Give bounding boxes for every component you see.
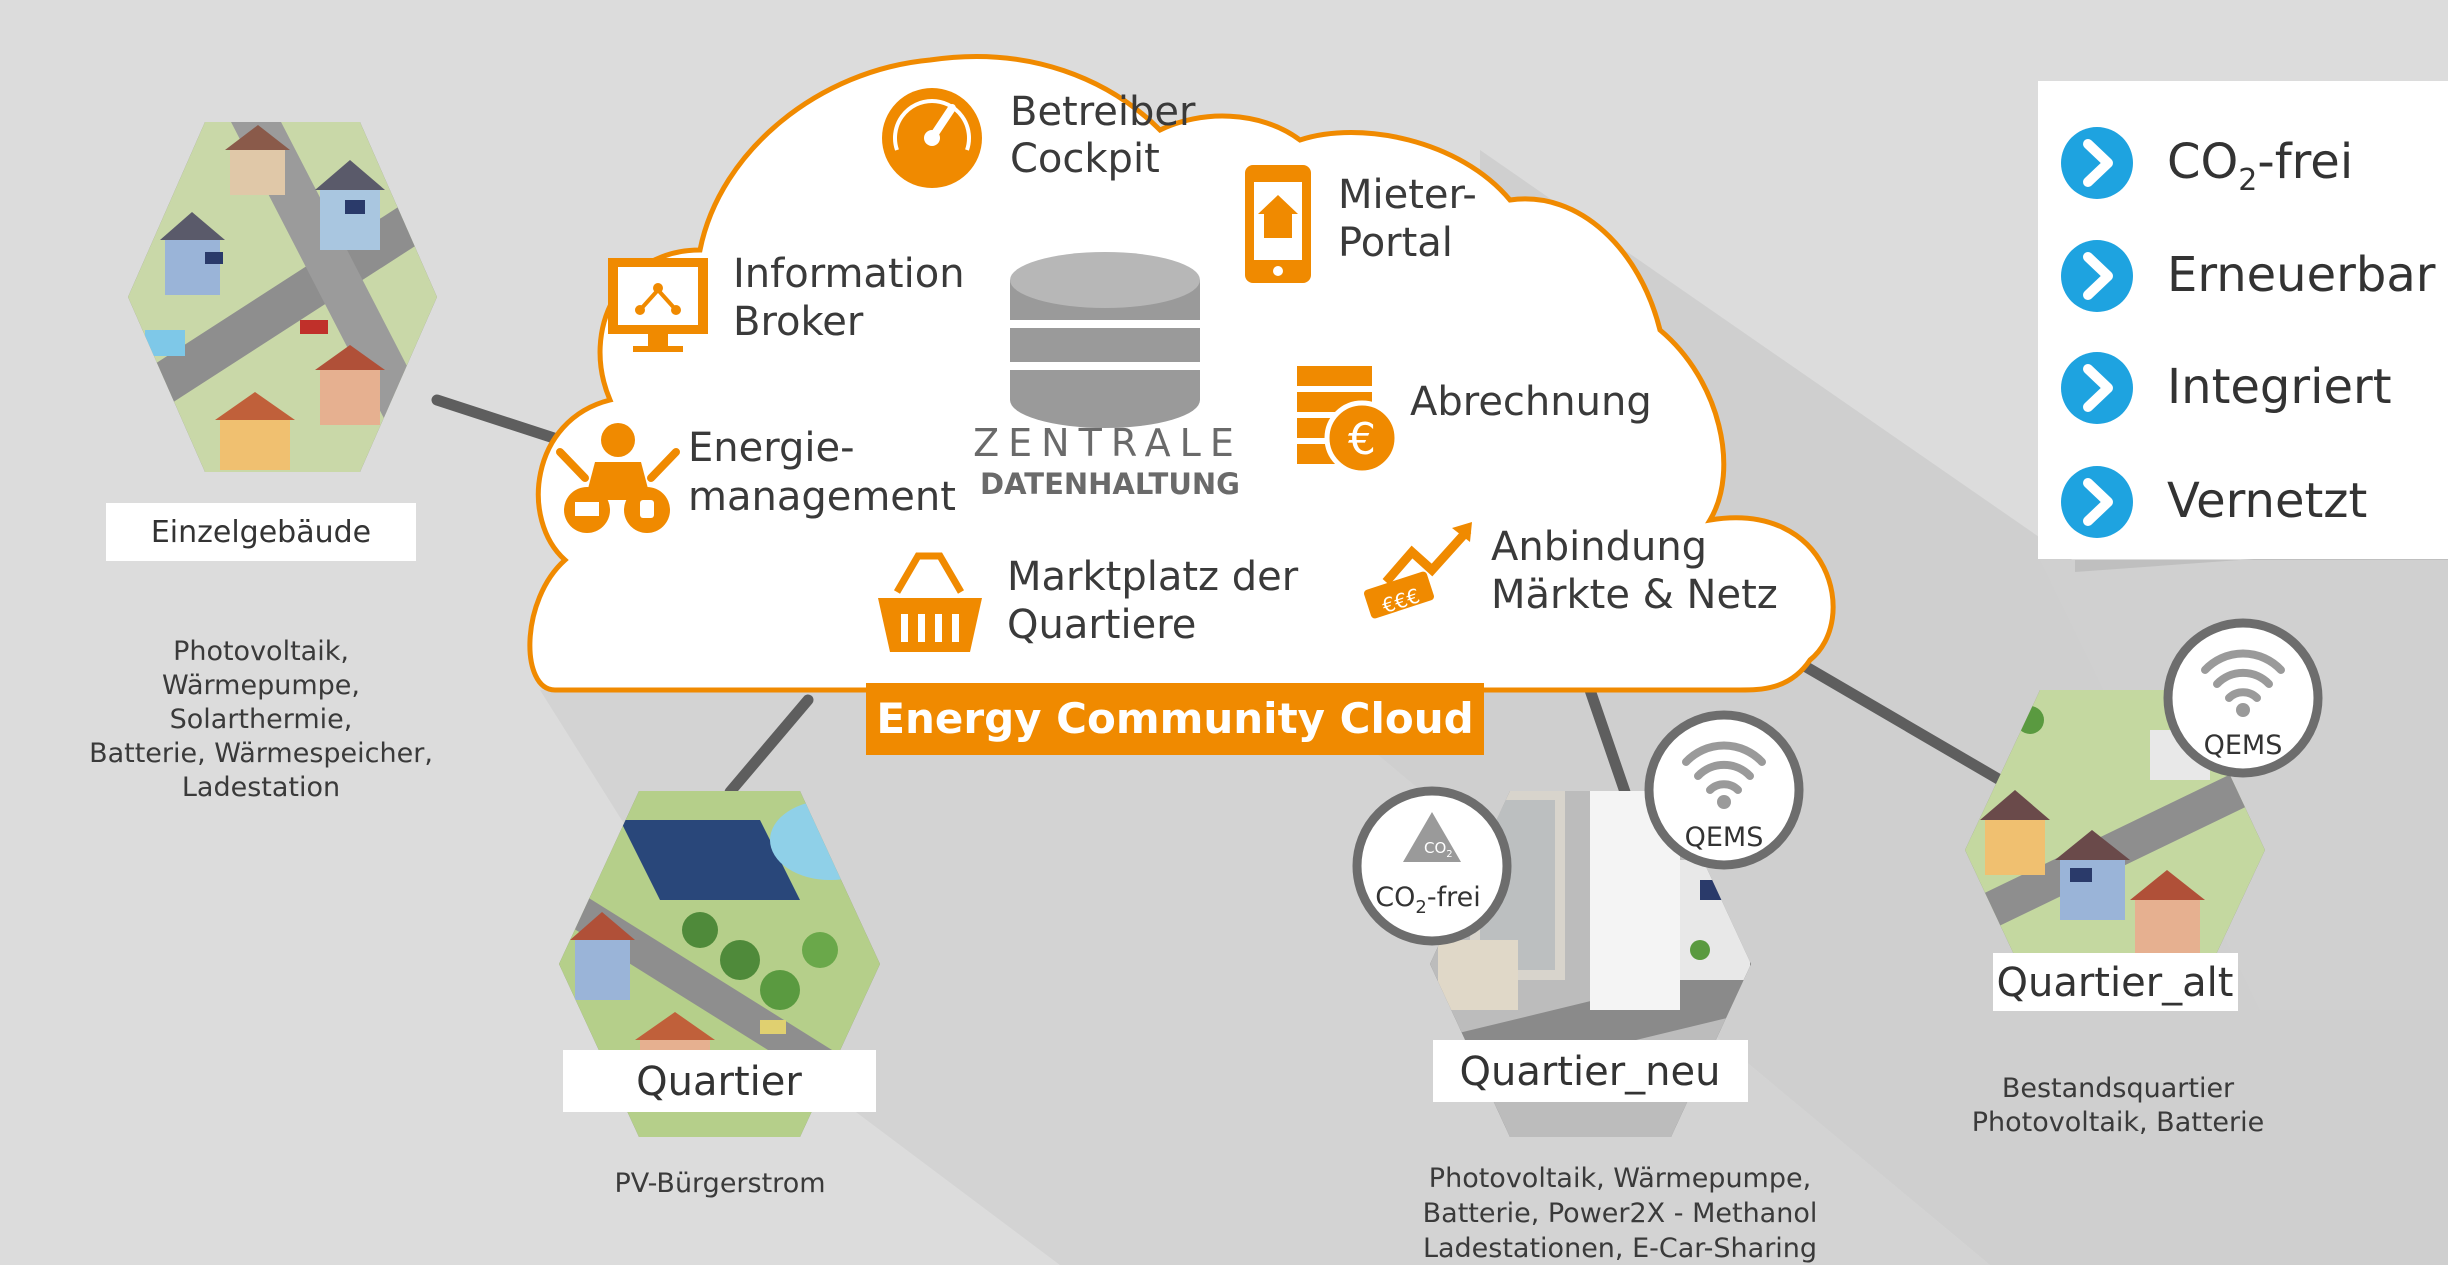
hex-label-box	[1993, 953, 2238, 1011]
gauge-icon	[882, 88, 982, 188]
monitor-network-icon	[608, 258, 708, 352]
service-information-broker[interactable]: Information Broker	[608, 251, 965, 352]
manager-icon	[556, 423, 680, 533]
caption-line: Batterie, Wärmespeicher,	[89, 738, 433, 769]
service-label-line2: Märkte & Netz	[1491, 572, 1778, 618]
hex-label: Quartier_alt	[1997, 960, 2234, 1006]
chevron-right-icon	[2061, 466, 2133, 538]
qems-badge-neu: QEMS	[1644, 710, 1804, 870]
service-marktplatz[interactable]: Marktplatz der Quartiere	[878, 552, 1299, 652]
qems-badge-alt: QEMS	[2163, 618, 2323, 778]
caption-line: Photovoltaik, Batterie	[1972, 1107, 2265, 1138]
caption-line: Ladestationen, E-Car-Sharing	[1423, 1233, 1817, 1264]
legend-label: Erneuerbar	[2167, 247, 2436, 303]
smartphone-home-icon	[1245, 165, 1311, 283]
center-line1: ZENTRALE	[973, 421, 1243, 465]
service-mieter-portal[interactable]: Mieter- Portal	[1245, 165, 1477, 283]
service-label-line1: Information	[733, 251, 965, 297]
service-label-line2: management	[688, 474, 956, 520]
service-label-line2: Broker	[733, 299, 864, 345]
service-label-line1: Mieter-	[1338, 172, 1477, 218]
basket-icon	[878, 552, 982, 652]
cloud-title-banner: Energy Community Cloud	[866, 683, 1484, 755]
city-illustration	[128, 122, 437, 472]
co2-frei-badge: CO2 CO2-frei	[1352, 786, 1512, 946]
center-line2: DATENHALTUNG	[980, 467, 1240, 501]
service-label-line2: Cockpit	[1010, 136, 1160, 182]
legend-item-vernetzt: Vernetzt	[2061, 466, 2367, 538]
chevron-right-icon	[2061, 352, 2133, 424]
caption-line: Solarthermie,	[170, 704, 353, 735]
coins-euro-icon: €	[1297, 366, 1400, 476]
service-abrechnung[interactable]: € Abrechnung	[1297, 366, 1652, 476]
hex-quartier[interactable]: Quartier	[550, 785, 890, 1145]
co2-badge-label: CO2-frei	[1375, 882, 1480, 918]
hex-label: Quartier_neu	[1460, 1049, 1721, 1095]
co2-triangle-icon	[1403, 812, 1461, 862]
caption-line: Bestandsquartier	[2002, 1073, 2235, 1104]
caption-line: Photovoltaik, Wärmepumpe,	[1429, 1163, 1811, 1194]
svg-text:€: €	[1348, 414, 1376, 465]
qems-label: QEMS	[1685, 822, 1764, 853]
legend-label: Integriert	[2167, 359, 2392, 415]
caption-quartier-alt: Bestandsquartier Photovoltaik, Batterie	[1972, 1073, 2265, 1138]
legend-item-co2-frei: CO2-frei	[2061, 127, 2353, 199]
caption-line: Batterie, Power2X - Methanol	[1423, 1198, 1818, 1229]
legend-label: Vernetzt	[2167, 473, 2367, 529]
caption-line: Ladestation	[182, 772, 340, 803]
svg-text:CO2: CO2	[1424, 839, 1453, 860]
cloud-title: Energy Community Cloud	[876, 694, 1473, 743]
wifi-icon	[1682, 741, 1766, 794]
caption-quartier-neu: Photovoltaik, Wärmepumpe, Batterie, Powe…	[1423, 1163, 1818, 1264]
service-label-line2: Quartiere	[1007, 602, 1196, 648]
hex-einzelgebaeude[interactable]: Einzelgebäude	[106, 120, 450, 561]
hex-label-box	[106, 503, 416, 561]
legend-label: CO2-frei	[2167, 134, 2353, 198]
service-betreiber-cockpit[interactable]: Betreiber Cockpit	[882, 88, 1196, 188]
caption-line: Photovoltaik,	[173, 636, 349, 667]
qems-label: QEMS	[2204, 730, 2283, 761]
database-icon	[1010, 252, 1200, 428]
hex-label-box	[563, 1050, 876, 1112]
chevron-right-icon	[2061, 240, 2133, 312]
caption-line: Wärmepumpe,	[162, 670, 360, 701]
market-chart-icon: €€€	[1364, 522, 1472, 619]
legend-item-erneuerbar: Erneuerbar	[2061, 240, 2436, 312]
legend-panel: CO2-frei Erneuerbar Integriert Vernetzt	[2038, 81, 2448, 572]
service-label-line2: Portal	[1338, 220, 1453, 266]
service-label-line1: Abrechnung	[1410, 379, 1652, 425]
service-label-line1: Energie-	[688, 425, 855, 471]
service-energiemanagement[interactable]: Energie- management	[556, 423, 956, 533]
caption-einzelgebaeude: Photovoltaik, Wärmepumpe, Solarthermie, …	[89, 636, 433, 803]
legend-item-integriert: Integriert	[2061, 352, 2392, 424]
caption-quartier: PV-Bürgerstrom	[614, 1168, 825, 1199]
service-label-line1: Anbindung	[1491, 524, 1707, 570]
hex-label: Quartier	[636, 1059, 802, 1105]
hex-label-box	[1433, 1040, 1748, 1102]
hex-label: Einzelgebäude	[151, 515, 371, 550]
service-label-line1: Marktplatz der	[1007, 554, 1299, 600]
chevron-right-icon	[2061, 127, 2133, 199]
wifi-icon	[2201, 649, 2285, 702]
service-label-line1: Betreiber	[1010, 89, 1196, 135]
service-anbindung[interactable]: €€€ Anbindung Märkte & Netz	[1363, 522, 1778, 619]
